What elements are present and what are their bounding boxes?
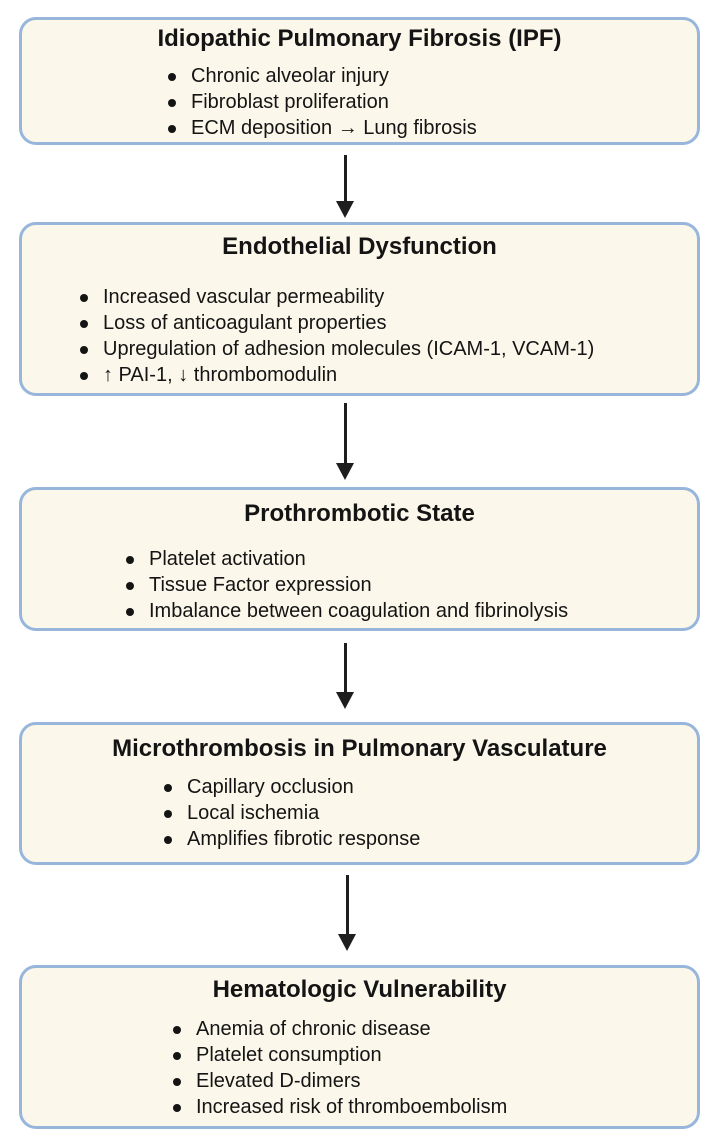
list-item: Elevated D-dimers <box>168 1068 507 1094</box>
box-title-prothrombotic-state: Prothrombotic State <box>244 500 475 527</box>
flow-arrow-2 <box>336 403 356 480</box>
box-prothrombotic-state: Prothrombotic State Platelet activation … <box>19 487 700 631</box>
list-item: Amplifies fibrotic response <box>159 826 420 852</box>
list-item: Tissue Factor expression <box>121 572 568 598</box>
list-item: ↑ PAI-1, ↓ thrombomodulin <box>75 362 594 388</box>
list-item: Local ischemia <box>159 800 420 826</box>
list-item: Anemia of chronic disease <box>168 1016 507 1042</box>
list-item: Imbalance between coagulation and fibrin… <box>121 598 568 624</box>
flow-arrow-4 <box>338 875 358 951</box>
list-item: Increased vascular permeability <box>75 284 594 310</box>
box-title-endothelial-dysfunction: Endothelial Dysfunction <box>222 233 497 260</box>
list-item: Platelet consumption <box>168 1042 507 1068</box>
list-item: ECM deposition → Lung fibrosis <box>163 115 477 141</box>
list-item: Chronic alveolar injury <box>163 63 477 89</box>
list-item: Increased risk of thromboembolism <box>168 1094 507 1120</box>
box-title-microthrombosis: Microthrombosis in Pulmonary Vasculature <box>112 735 607 762</box>
bullet-list-endothelial-dysfunction: Increased vascular permeability Loss of … <box>75 284 594 388</box>
bullet-list-hematologic-vulnerability: Anemia of chronic disease Platelet consu… <box>168 1016 507 1120</box>
bullet-list-ipf: Chronic alveolar injury Fibroblast proli… <box>163 63 477 141</box>
bullet-list-prothrombotic-state: Platelet activation Tissue Factor expres… <box>121 546 568 624</box>
flow-arrow-1 <box>336 155 356 218</box>
box-title-ipf: Idiopathic Pulmonary Fibrosis (IPF) <box>157 25 562 52</box>
list-item: Loss of anticoagulant properties <box>75 310 594 336</box>
box-ipf: Idiopathic Pulmonary Fibrosis (IPF) Chro… <box>19 17 700 145</box>
flow-arrow-3 <box>336 643 356 709</box>
list-item: Fibroblast proliferation <box>163 89 477 115</box>
box-hematologic-vulnerability: Hematologic Vulnerability Anemia of chro… <box>19 965 700 1129</box>
box-title-hematologic-vulnerability: Hematologic Vulnerability <box>212 976 507 1003</box>
list-item: Upregulation of adhesion molecules (ICAM… <box>75 336 594 362</box>
box-endothelial-dysfunction: Endothelial Dysfunction Increased vascul… <box>19 222 700 396</box>
list-item: Platelet activation <box>121 546 568 572</box>
bullet-list-microthrombosis: Capillary occlusion Local ischemia Ampli… <box>159 774 420 852</box>
box-microthrombosis: Microthrombosis in Pulmonary Vasculature… <box>19 722 700 865</box>
list-item: Capillary occlusion <box>159 774 420 800</box>
